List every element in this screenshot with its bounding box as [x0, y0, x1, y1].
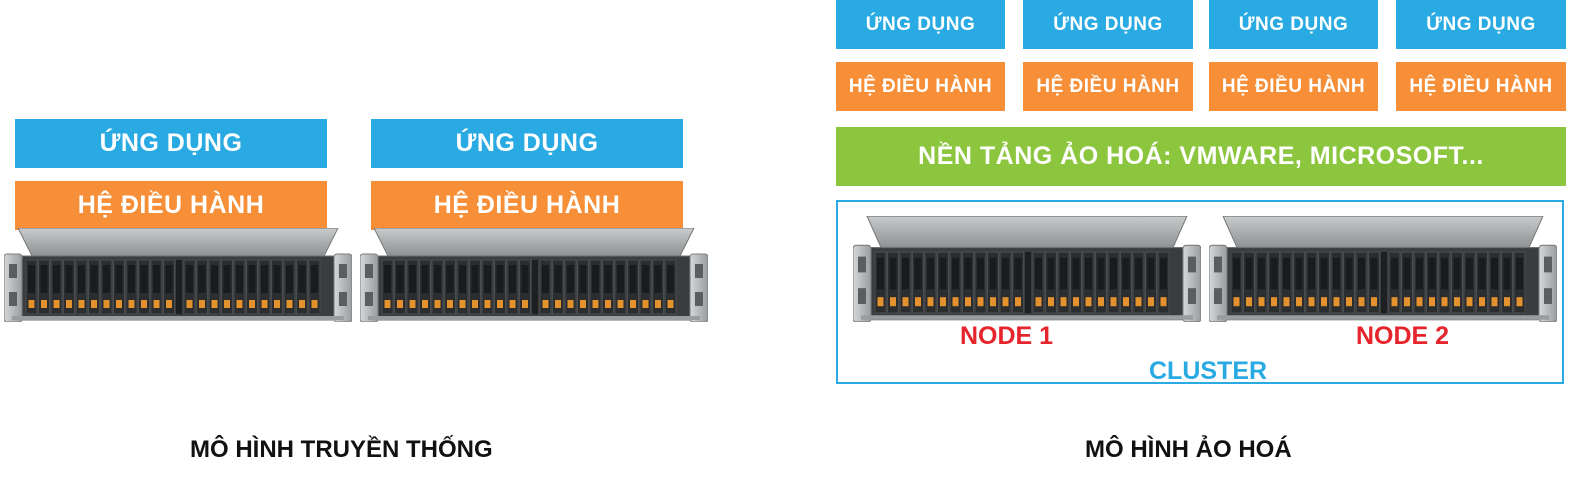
vm-app-layer-4: ỨNG DỤNG [1396, 0, 1566, 49]
node-2-label: NODE 2 [1356, 322, 1450, 350]
os-layer-2: HỆ ĐIỀU HÀNH [371, 181, 683, 230]
vm-app-layer-2: ỨNG DỤNG [1023, 0, 1193, 49]
traditional-caption: MÔ HÌNH TRUYỀN THỐNG [190, 436, 493, 463]
rack-server-icon [853, 216, 1201, 322]
vm-os-layer-1: HỆ ĐIỀU HÀNH [836, 62, 1005, 111]
os-layer-1: HỆ ĐIỀU HÀNH [15, 181, 327, 230]
app-layer-1: ỨNG DỤNG [15, 119, 327, 168]
rack-server-icon [360, 228, 708, 322]
virtualized-caption: MÔ HÌNH ẢO HOÁ [1085, 436, 1292, 463]
rack-server-icon [1209, 216, 1557, 322]
vm-os-layer-3: HỆ ĐIỀU HÀNH [1209, 62, 1378, 111]
cluster-label: CLUSTER [1149, 357, 1268, 385]
vm-app-layer-3: ỨNG DỤNG [1209, 0, 1378, 49]
cluster-frame [836, 200, 1564, 384]
vm-os-layer-4: HỆ ĐIỀU HÀNH [1396, 62, 1566, 111]
virtualization-platform-layer: NỀN TẢNG ẢO HOÁ: VMWARE, MICROSOFT... [836, 127, 1566, 186]
app-layer-2: ỨNG DỤNG [371, 119, 683, 168]
node-1-label: NODE 1 [960, 322, 1054, 350]
vm-app-layer-1: ỨNG DỤNG [836, 0, 1005, 49]
rack-server-icon [4, 228, 352, 322]
vm-os-layer-2: HỆ ĐIỀU HÀNH [1023, 62, 1193, 111]
